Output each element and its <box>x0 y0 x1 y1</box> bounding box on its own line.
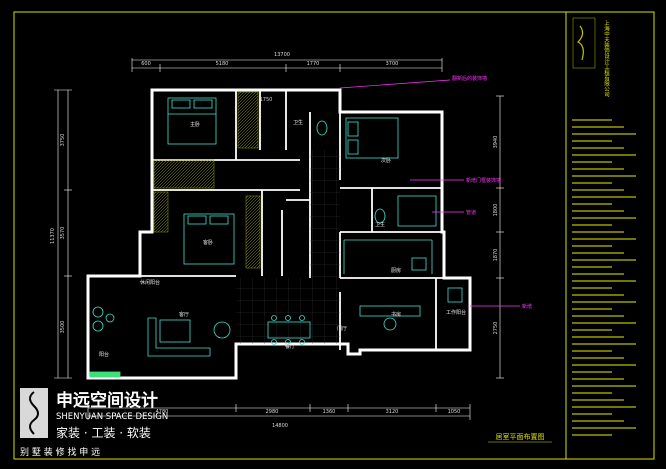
bed-2-icon <box>345 117 399 159</box>
dim-bottom-total: 14800 <box>272 423 288 429</box>
dim-top-total: 13700 <box>274 52 290 58</box>
drawing-title: 居室平面布置图 <box>496 432 545 441</box>
brand-name-cn: 申远空间设计 <box>56 390 158 411</box>
seal-mark-icon <box>576 25 584 61</box>
room-balcony: 阳台 <box>99 351 109 358</box>
dim-bottom-3: 1360 <box>323 409 336 415</box>
brand-watermark: 申远空间设计 SHENYUAN SPACE DESIGN 家装 · 工装 · 软… <box>20 388 168 458</box>
company-name: 上海中天装饰设计工程有限公司 <box>603 19 610 98</box>
floor-plan-walls <box>86 88 472 380</box>
note-3: 管道 <box>466 209 476 216</box>
brand-logo-icon <box>20 388 48 438</box>
dim-bottom-2: 2980 <box>266 409 279 415</box>
dim-bottom-1: 4780 <box>156 409 169 415</box>
room-study: 书房 <box>391 311 401 318</box>
note-1: 翻新后的装饰墙 <box>452 75 487 82</box>
dim-left-total: 11370 <box>50 228 56 244</box>
dim-left-3: 3500 <box>60 321 66 334</box>
wardrobes <box>153 91 261 269</box>
dim-bottom-5: 1050 <box>448 409 461 415</box>
bed-3-icon <box>183 213 235 265</box>
company-seal <box>572 17 596 69</box>
sofa-icon <box>147 317 211 357</box>
dining-table-icon <box>267 321 311 339</box>
note-4: 新增 <box>522 303 532 310</box>
room-entry: 门厅 <box>337 325 347 332</box>
coffee-table-icon <box>159 319 191 343</box>
room-living-room: 客厅 <box>179 311 189 318</box>
annotation-leaders <box>339 79 520 307</box>
dim-top-4: 3700 <box>386 61 399 67</box>
dim-right-1: 3940 <box>493 136 499 149</box>
room-bedroom-3: 客卧 <box>203 239 213 246</box>
dim-left-2: 3570 <box>60 227 66 240</box>
brand-services: 家装 · 工装 · 软装 <box>56 425 151 440</box>
room-toilet: 卫生 <box>375 221 385 228</box>
dim-left-1: 3750 <box>60 134 66 147</box>
room-bathroom: 卫生 <box>293 119 303 126</box>
armchair-icon <box>213 321 231 339</box>
room-laundry: 工作阳台 <box>446 309 466 316</box>
dim-right-2: 1800 <box>493 204 499 217</box>
brand-slogan: 别 墅 装 修 找 申 远 <box>20 446 100 458</box>
dim-top-3: 1770 <box>307 61 320 67</box>
room-bedroom-2: 次卧 <box>381 157 391 164</box>
brand-name-en: SHENYUAN SPACE DESIGN <box>56 412 168 422</box>
room-balcony-2: 休闲阳台 <box>140 279 160 286</box>
note-2: 新增门框装饰墙 <box>466 177 501 184</box>
title-block <box>565 11 655 460</box>
master-bed-icon <box>167 97 217 145</box>
dim-small: 1750 <box>260 97 273 103</box>
dim-right-4: 2750 <box>493 322 499 335</box>
room-dining: 餐厅 <box>285 343 295 350</box>
dim-top-2: 5180 <box>216 61 229 67</box>
dim-bottom-4: 3120 <box>386 409 399 415</box>
dim-right-3: 1870 <box>493 249 499 262</box>
furniture <box>89 97 463 378</box>
dimension-lines <box>54 58 504 420</box>
room-kitchen: 厨房 <box>391 267 401 274</box>
dim-top-1: 600 <box>141 61 151 67</box>
room-master-bedroom: 主卧 <box>190 121 200 128</box>
